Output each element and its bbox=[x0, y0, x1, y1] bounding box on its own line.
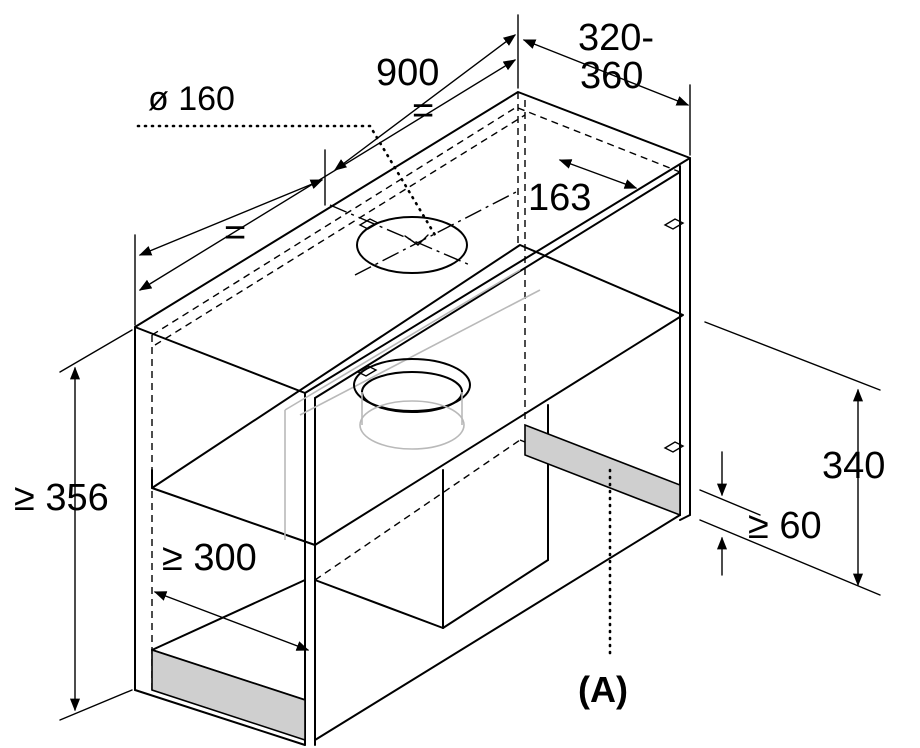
depth-label-line2: 360 bbox=[580, 55, 643, 97]
dimension-min-clearance bbox=[153, 591, 310, 651]
diameter-label: ø 160 bbox=[148, 80, 235, 118]
dimension-offset bbox=[558, 159, 638, 189]
dimension-min-height bbox=[59, 329, 133, 721]
equal-label-left: = bbox=[224, 212, 246, 254]
grease-filter-strips bbox=[151, 423, 681, 742]
hood-unit-outline bbox=[284, 269, 549, 629]
dimension-width bbox=[134, 14, 519, 326]
dimension-min-gap bbox=[699, 451, 761, 576]
reference-label: (A) bbox=[578, 669, 628, 710]
min-clearance-label: ≥ 300 bbox=[162, 537, 257, 579]
duct-collar bbox=[353, 358, 471, 450]
width-label: 900 bbox=[376, 52, 439, 94]
cabinet-outline bbox=[134, 91, 691, 746]
offset-label: 163 bbox=[528, 177, 591, 219]
dimension-center-halves bbox=[138, 34, 517, 256]
diameter-leader bbox=[136, 124, 437, 237]
equal-label-top: = bbox=[412, 90, 434, 132]
min-gap-label: ≥ 60 bbox=[748, 505, 822, 547]
duct-opening-top bbox=[329, 189, 521, 276]
dimension-height bbox=[699, 321, 881, 596]
depth-label-line1: 320- bbox=[578, 17, 654, 59]
height-label: 340 bbox=[822, 445, 885, 487]
dimension-depth bbox=[522, 39, 691, 156]
min-height-label: ≥ 356 bbox=[14, 477, 109, 519]
